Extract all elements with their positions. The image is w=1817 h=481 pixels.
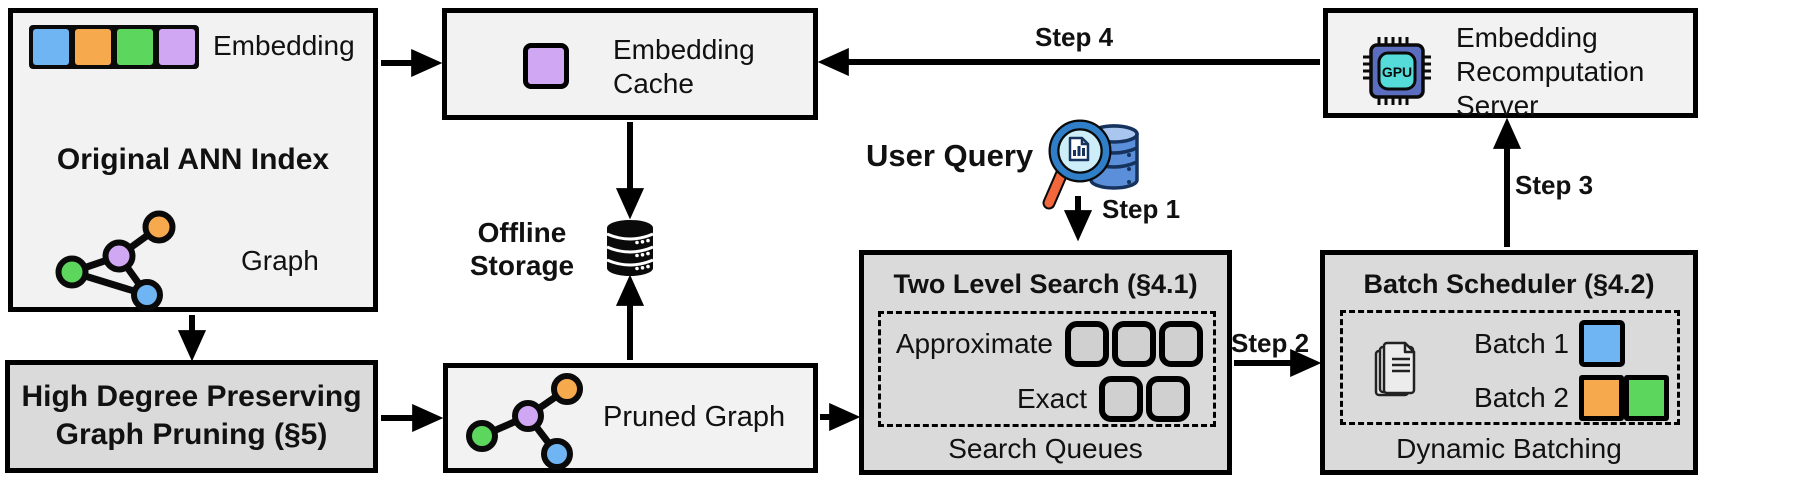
embedding-cell-purple [159,29,195,65]
batch-1-query-blue [1579,320,1625,367]
dynamic-batching-dashed-region: Batch 1 Batch 2 [1340,310,1680,425]
cached-embedding-icon [523,43,569,89]
two-level-search-box: Two Level Search (§4.1) Approximate Exac… [859,250,1232,475]
queue-slot [1065,321,1109,367]
step-1-label: Step 1 [1102,194,1181,224]
document-stack-icon [1374,341,1416,397]
dynamic-batching-label: Dynamic Batching [1396,433,1622,464]
full-graph-icon [55,210,176,311]
embedding-vector-icon [29,25,199,69]
embedding-cache-box: Embedding Cache [442,8,818,120]
approximate-queue-row: Approximate [887,321,1203,367]
recomputation-server-box: GPU Embedding Recomputation Server [1323,8,1698,121]
queue-slot [1159,321,1203,367]
graph-pruning-title: High Degree Preserving Graph Pruning (§5… [21,380,362,451]
gpu-chip-text: GPU [1382,64,1412,80]
step-4-label: Step 4 [1035,22,1114,52]
graph-label: Graph [241,245,319,276]
original-ann-index-box: Embedding Original ANN Index Graph [8,8,378,312]
queue-slot [1099,376,1143,422]
approximate-label: Approximate [895,328,1053,359]
user-query-search-database-icon [1042,119,1139,210]
batch-1-row: Batch 1 [1455,320,1677,367]
recomputation-server-label: Embedding Recomputation Server [1456,22,1645,121]
batch-scheduler-title: Batch Scheduler (§4.2) [1363,269,1655,299]
search-queues-label: Search Queues [948,433,1143,464]
embedding-cell-orange [75,29,111,65]
exact-queue-row: Exact [887,376,1203,422]
two-level-search-title: Two Level Search (§4.1) [893,269,1198,299]
step-2-label: Step 2 [1231,328,1310,358]
batch-2-label: Batch 2 [1474,382,1569,413]
graph-pruning-box: High Degree Preserving Graph Pruning (§5… [5,360,378,473]
step-3-label: Step 3 [1515,170,1594,200]
original-ann-index-title: Original ANN Index [56,143,330,176]
queue-slot [1146,376,1190,422]
search-queues-dashed-region: Approximate Exact [878,311,1216,427]
pruned-graph-icon [466,373,583,470]
queue-slot [1112,321,1156,367]
batch-2-row: Batch 2 [1455,375,1677,421]
gpu-chip-icon: GPU [1363,37,1431,105]
batch-2-query-orange [1579,375,1624,421]
pruned-graph-box: Pruned Graph [443,363,818,473]
user-query-label: User Query [866,138,1034,173]
offline-storage-database-icon [606,220,654,276]
batch-2-query-green [1624,375,1669,421]
embedding-cell-blue [33,29,69,65]
embedding-cell-green [117,29,153,65]
exact-label: Exact [1016,383,1087,414]
batch-scheduler-box: Batch Scheduler (§4.2) Batch 1 Batch 2 [1320,250,1698,475]
embedding-label: Embedding [213,30,355,61]
batch-1-label: Batch 1 [1474,327,1569,359]
pruned-graph-label: Pruned Graph [603,401,786,433]
embedding-cache-label: Embedding Cache [613,34,755,99]
offline-storage-label: Offline Storage [469,217,575,281]
